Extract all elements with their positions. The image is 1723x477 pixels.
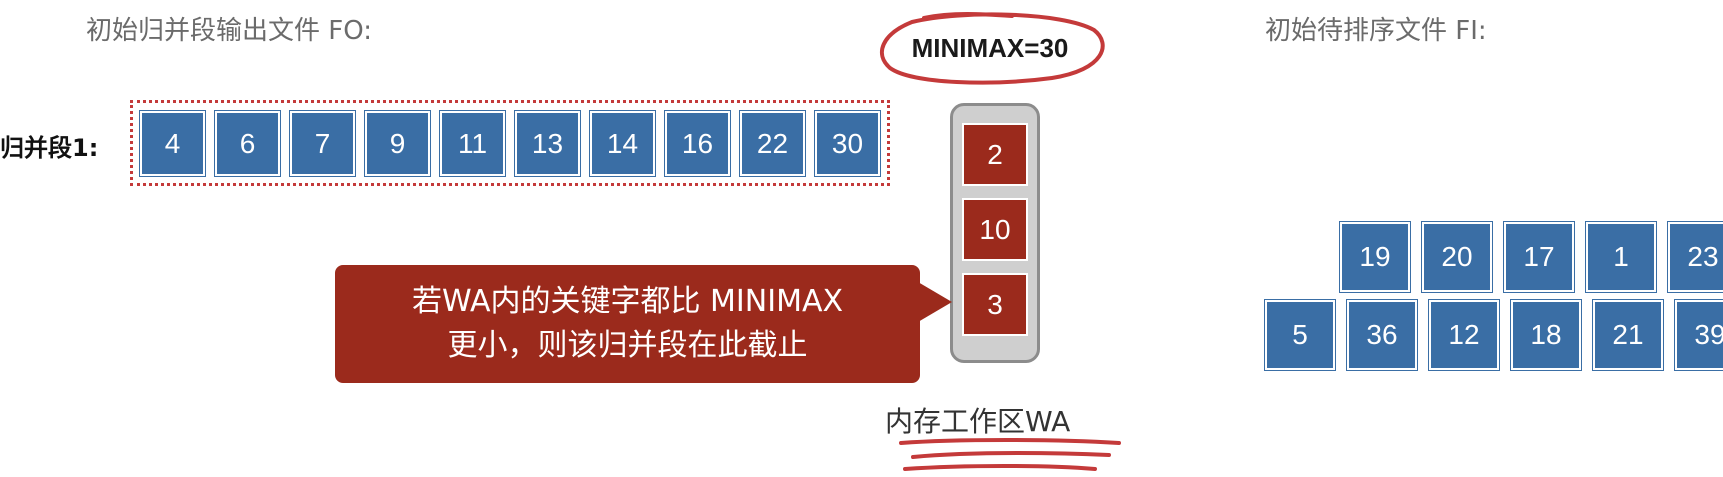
segment-dotted-frame (130, 100, 890, 186)
fi-cell: 1 (1586, 222, 1656, 292)
fi-cell: 23 (1668, 222, 1723, 292)
fi-cell: 18 (1511, 300, 1581, 370)
fi-cell: 12 (1429, 300, 1499, 370)
fo-title: 初始归并段输出文件 FO: (86, 16, 372, 46)
segment-cell: 14 (590, 111, 655, 176)
segment-label: 归并段1: (0, 134, 99, 162)
minimax-annotation: MINIMAX=30 (872, 8, 1108, 88)
workarea-underline (899, 438, 1121, 471)
fi-cell: 39 (1675, 300, 1723, 370)
minimax-circle (879, 12, 1105, 85)
fi-row-2: 5 36 12 18 21 39 (1265, 300, 1723, 370)
fi-cell: 5 (1265, 300, 1335, 370)
workarea-column: 2 10 3 (962, 123, 1028, 336)
fi-cell: 19 (1340, 222, 1410, 292)
minimax-label: MINIMAX=30 (911, 32, 1069, 63)
segment-cell: 9 (365, 111, 430, 176)
fi-row-1: 19 20 17 1 23 (1340, 222, 1723, 292)
workarea-cell: 10 (962, 198, 1028, 261)
callout-box: 若WA内的关键字都比 MINIMAX 更小，则该归并段在此截止 (335, 265, 920, 383)
fi-cell: 20 (1422, 222, 1492, 292)
fi-cell: 36 (1347, 300, 1417, 370)
segment-cell: 11 (440, 111, 505, 176)
segment-cell: 22 (740, 111, 805, 176)
segment-cell: 7 (290, 111, 355, 176)
fi-cell: 21 (1593, 300, 1663, 370)
segment-cell: 6 (215, 111, 280, 176)
callout-pointer (918, 282, 952, 322)
segment-row: 4 6 7 9 11 13 14 16 22 30 (140, 111, 880, 176)
segment-cell: 30 (815, 111, 880, 176)
segment-cell: 16 (665, 111, 730, 176)
segment-cell: 4 (140, 111, 205, 176)
callout-line-2: 更小，则该归并段在此截止 (447, 328, 808, 363)
fi-cell: 17 (1504, 222, 1574, 292)
workarea-cell: 3 (962, 273, 1028, 336)
workarea-cell: 2 (962, 123, 1028, 186)
workarea-label: 内存工作区WA (885, 405, 1071, 438)
callout-line-1: 若WA内的关键字都比 MINIMAX (411, 284, 844, 319)
segment-cell: 13 (515, 111, 580, 176)
fi-title: 初始待排序文件 FI: (1265, 16, 1487, 46)
